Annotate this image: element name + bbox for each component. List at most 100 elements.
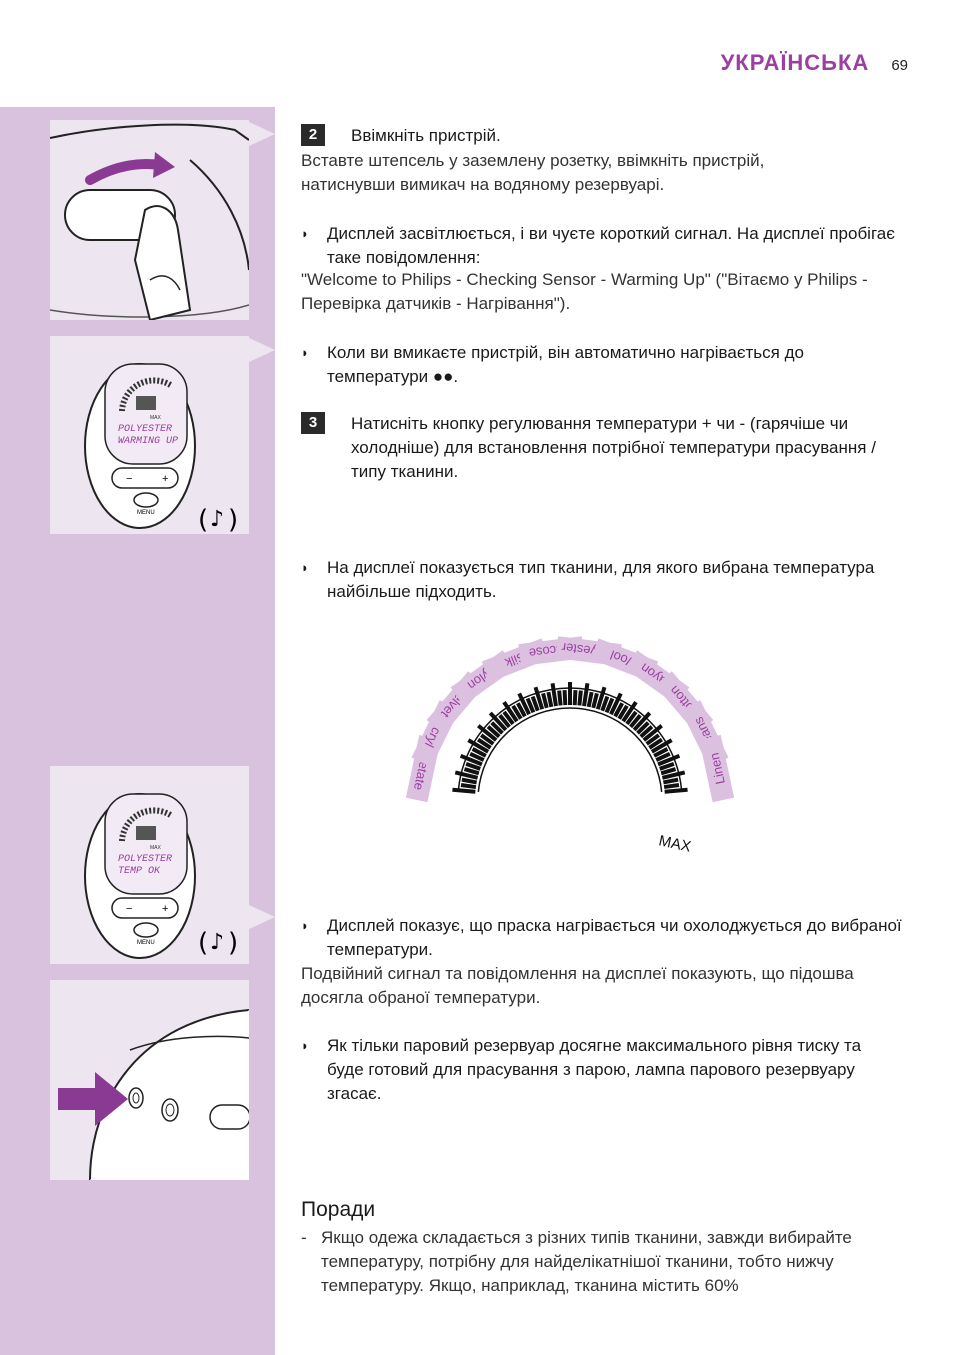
dial-ring — [457, 687, 683, 791]
dial-tick — [550, 683, 558, 707]
svg-text:MAX: MAX — [150, 845, 162, 851]
dial-tick — [467, 738, 490, 754]
svg-text:−: − — [126, 473, 132, 485]
dial-tick — [663, 783, 680, 790]
display-warming-illustration: MAX POLYESTER WARMING UP − + MENU ( ♪ ) — [50, 336, 249, 534]
dial-tick — [645, 733, 660, 746]
svg-text:TEMP OK: TEMP OK — [118, 866, 161, 877]
dial-tick — [650, 738, 673, 754]
step-3: 3 Натисніть кнопку регулювання температу… — [301, 412, 911, 484]
dial-tick — [469, 751, 485, 762]
dial-tick — [639, 725, 654, 739]
triangle-bullet-icon: ◗ — [301, 1038, 309, 1053]
bullet-note: "Welcome to Philips - Checking Sensor - … — [301, 270, 868, 313]
bullet-note: Подвійний сигнал та повідомлення на дисп… — [301, 964, 854, 1007]
triangle-bullet-icon: ◗ — [301, 345, 309, 360]
bullet-text: Як тільки паровий резервуар досягне макс… — [327, 1036, 862, 1103]
bullet-item: ◗ Дисплей засвітлюється, і ви чуєте коро… — [301, 222, 911, 270]
dial-tick — [562, 690, 568, 706]
dial-tick — [471, 747, 487, 758]
dial-tick — [657, 753, 681, 767]
dial-tick — [595, 686, 607, 710]
dial-tick — [659, 761, 675, 771]
bullet-text: На дисплеї показується тип тканини, для … — [327, 558, 875, 601]
svg-text:(: ( — [198, 928, 208, 958]
triangle-bullet-icon: ◗ — [301, 226, 309, 241]
svg-text:+: + — [162, 473, 168, 485]
bullet-item: ◗ Коли ви вмикаєте пристрій, він автомат… — [301, 341, 901, 389]
sound-note-icon: ( ♪ ) — [198, 505, 238, 534]
dial-tick — [586, 691, 594, 708]
fabric-label: Linen — [699, 735, 735, 803]
dial-tick — [600, 695, 610, 712]
dial-tick — [461, 777, 478, 785]
dial-tick — [621, 701, 638, 723]
display-temp-ok-illustration: MAX POLYESTER TEMP OK − + MENU ( ♪ ) — [50, 766, 249, 964]
dial-tick — [460, 783, 477, 790]
step-title: Натисніть кнопку регулювання температури… — [351, 414, 876, 481]
dial-tick — [546, 691, 554, 708]
steam-tank-lamp-illustration — [50, 980, 249, 1180]
dial-tick — [617, 704, 629, 720]
dial-tick — [629, 714, 642, 729]
svg-text:): ) — [228, 928, 238, 958]
dial-tick — [653, 747, 669, 758]
dial-tick — [660, 767, 677, 776]
dial-tick — [480, 733, 495, 746]
dial-tick — [517, 692, 531, 716]
bullet-text: Дисплей засвітлюється, і ви чуєте коротк… — [327, 224, 895, 267]
bullet-text: Коли ви вмикаєте пристрій, він автоматич… — [327, 343, 804, 386]
panel-pointer — [249, 122, 275, 146]
dial-tick — [533, 686, 545, 710]
page-header: УКРАЇНСЬКА 69 — [721, 50, 908, 76]
fabric-name: Linen — [707, 751, 728, 785]
svg-text:): ) — [228, 505, 238, 534]
dial-tick — [477, 724, 498, 742]
dial-tick — [613, 702, 624, 718]
dial-tick — [525, 697, 536, 714]
tip-text: Якщо одежа складається з різних типів тк… — [321, 1228, 852, 1295]
page-number: 69 — [891, 57, 908, 74]
svg-text:−: − — [126, 903, 132, 915]
step-number: 3 — [301, 412, 325, 434]
step-number: 2 — [301, 124, 325, 146]
pointer-arrow-icon — [58, 1072, 128, 1126]
dial-tick — [632, 711, 652, 732]
step-title: Ввімкніть пристрій. — [351, 126, 501, 145]
dial-tick — [557, 690, 563, 706]
dial-tick — [662, 777, 679, 785]
dial-tick — [541, 692, 549, 709]
svg-text:MENU: MENU — [137, 940, 155, 946]
dial-max-label: MAX — [657, 832, 692, 855]
tip-item: - Якщо одежа складається з різних типів … — [301, 1226, 911, 1298]
fabric-label-bg — [699, 735, 735, 803]
bullet-text: Дисплей показує, що праска нагрівається … — [327, 916, 902, 959]
dial-tick — [625, 710, 638, 726]
svg-text:POLYESTER: POLYESTER — [118, 424, 172, 435]
dial-tick — [498, 714, 511, 729]
step-2-body: Вставте штепсель у заземлену розетку, вв… — [301, 151, 765, 194]
dial-ring — [477, 707, 663, 793]
dial-tick — [454, 770, 479, 780]
svg-text:MAX: MAX — [150, 415, 162, 421]
dial-tick — [609, 692, 623, 716]
dial-tick — [465, 761, 481, 771]
dial-tick — [463, 767, 480, 776]
tips-title: Поради — [301, 1198, 376, 1221]
dial-tick — [488, 711, 508, 732]
dial-tick — [486, 725, 501, 739]
language-title: УКРАЇНСЬКА — [720, 50, 870, 75]
bullet-item: ◗ Дисплей показує, що праска нагріваєтьс… — [301, 914, 911, 962]
svg-text:POLYESTER: POLYESTER — [118, 854, 172, 865]
svg-text:♪: ♪ — [210, 507, 224, 532]
dial-tick — [636, 721, 650, 735]
svg-text:(: ( — [198, 505, 208, 534]
bullet-item: ◗ На дисплеї показується тип тканини, дл… — [301, 556, 901, 604]
dial-tick — [655, 751, 671, 762]
dial-tick — [490, 721, 504, 735]
step-2: 2 Ввімкніть пристрій. — [301, 124, 501, 148]
svg-text:♪: ♪ — [210, 930, 224, 955]
bullet-item: ◗ Як тільки паровий резервуар досягне ма… — [301, 1034, 901, 1106]
dial-tick — [452, 787, 476, 794]
